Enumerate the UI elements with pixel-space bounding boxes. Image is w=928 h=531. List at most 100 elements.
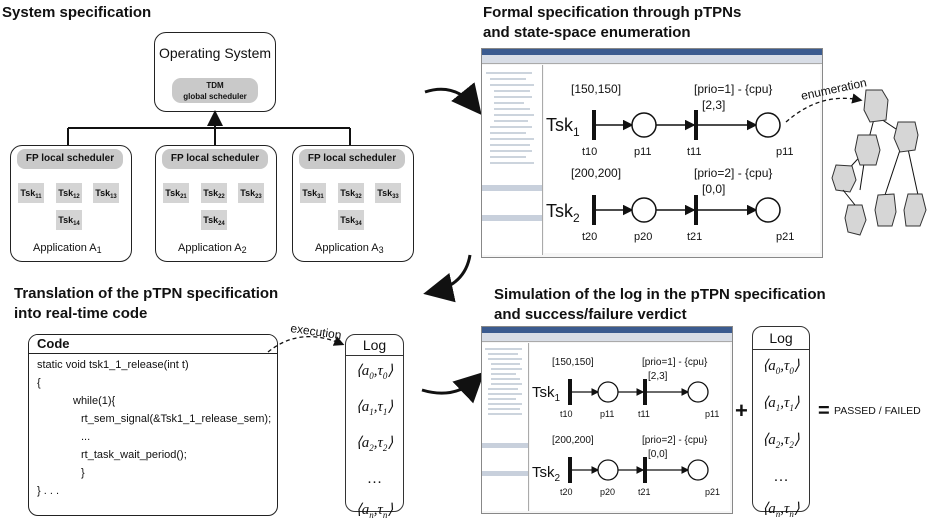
log-entry: ⟨a2,τ2⟩ <box>762 432 800 450</box>
place-p21 <box>687 459 709 481</box>
log-entries: ⟨a0,τ0⟩ ⟨a1,τ1⟩ ⟨a2,τ2⟩ … ⟨an,τn⟩ <box>753 350 809 530</box>
transition-t21 <box>694 195 698 225</box>
task-34: Tsk34 <box>338 210 364 230</box>
system-connectors <box>67 110 351 146</box>
transition-t10 <box>568 379 572 405</box>
os-label: Operating System <box>158 45 272 61</box>
code-line: } <box>81 467 85 479</box>
task-21: Tsk21 <box>163 183 189 203</box>
verdict-text: PASSED / FAILED <box>834 405 921 417</box>
arrow-to-translation <box>423 254 472 303</box>
section-title-system-spec: System specification <box>2 4 152 21</box>
section-title-translation-1: Translation of the pTPN specification <box>14 285 279 302</box>
tsk2-label: Tsk2 <box>546 201 580 225</box>
label-p11b: p11 <box>776 146 794 158</box>
t11-label: [prio=1] - {cpu} <box>694 82 772 96</box>
equals-sign: = <box>818 400 830 422</box>
state-node <box>874 193 897 227</box>
transition-t11 <box>643 379 647 405</box>
log-header: Log <box>346 335 403 356</box>
petri-net-bottom: [150,150] [prio=1] - {cpu} [2,3] Tsk1 t1… <box>532 357 720 497</box>
log-entries: ⟨a0,τ0⟩ ⟨a1,τ1⟩ ⟨a2,τ2⟩ … ⟨an,τn⟩ <box>346 356 403 531</box>
t20-interval: [200,200] <box>571 166 621 180</box>
state-node <box>844 204 867 236</box>
application-label: Application A1 <box>33 242 102 255</box>
section-title-formal-spec-2: and state-space enumeration <box>483 24 691 41</box>
label-p11b: p11 <box>705 409 719 419</box>
transition-t20 <box>568 457 572 483</box>
t21-label: [prio=2] - {cpu} <box>642 435 708 446</box>
execution-label: execution <box>290 321 343 342</box>
label-t10: t10 <box>582 146 597 158</box>
application-a1-box: FP local scheduler Tsk11 Tsk12 Tsk13 Tsk… <box>10 145 132 262</box>
petri-net-canvas: [150,150] [prio=1] - {cpu} [2,3] Tsk1 t1… <box>530 343 730 511</box>
tsk1-label: Tsk1 <box>546 115 580 139</box>
editor-titlebar <box>482 327 732 333</box>
state-node <box>863 89 889 123</box>
label-p21: p21 <box>705 487 720 497</box>
tsk1-label: Tsk1 <box>532 384 561 404</box>
state-node <box>893 121 919 153</box>
place-p11 <box>597 381 619 403</box>
log-panel-verdict: Log ⟨a0,τ0⟩ ⟨a1,τ1⟩ ⟨a2,τ2⟩ … ⟨an,τn⟩ <box>752 326 810 519</box>
t10-interval: [150,150] <box>571 82 621 96</box>
place-p11b <box>755 112 781 138</box>
ptpn-editor-screenshot-top: [150,150] [prio=1] - {cpu} [2,3] Tsk1 t1… <box>481 48 823 258</box>
ptpn-editor-screenshot-bottom: [150,150] [prio=1] - {cpu} [2,3] Tsk1 t1… <box>481 326 733 514</box>
petri-net-canvas: [150,150] [prio=1] - {cpu} [2,3] Tsk1 t1… <box>544 65 820 253</box>
task-13: Tsk13 <box>93 183 119 203</box>
task-33: Tsk33 <box>375 183 401 203</box>
task-11: Tsk11 <box>18 183 44 203</box>
t21-interval: [0,0] <box>702 182 725 196</box>
petri-net-top: [150,150] [prio=1] - {cpu} [2,3] Tsk1 t1… <box>546 82 794 243</box>
task-22: Tsk22 <box>201 183 227 203</box>
t21-label: [prio=2] - {cpu} <box>694 166 772 180</box>
log-ellipsis: … <box>773 469 789 485</box>
label-t20: t20 <box>560 487 573 497</box>
application-a2-box: FP local scheduler Tsk21 Tsk22 Tsk23 Tsk… <box>155 145 277 262</box>
state-node <box>854 134 881 166</box>
log-entry: ⟨a1,τ1⟩ <box>355 399 394 417</box>
fp-local-scheduler: FP local scheduler <box>17 149 123 169</box>
fp-local-scheduler: FP local scheduler <box>299 149 405 169</box>
log-entry: ⟨a1,τ1⟩ <box>762 395 800 413</box>
transition-t11 <box>694 110 698 140</box>
code-line: while(1){ <box>73 395 116 407</box>
label-p20: p20 <box>634 231 652 243</box>
arrow-to-simulation <box>421 371 485 404</box>
code-line: static void tsk1_1_release(int t) <box>37 359 189 371</box>
section-title-translation-2: into real-time code <box>14 305 148 322</box>
t11-interval: [2,3] <box>648 371 668 382</box>
flow-arrows <box>421 82 485 404</box>
code-line: rt_task_wait_period(); <box>81 449 187 461</box>
tdm-label: TDM <box>206 81 224 90</box>
place-p21 <box>755 197 781 223</box>
log-panel: Log ⟨a0,τ0⟩ ⟨a1,τ1⟩ ⟨a2,τ2⟩ … ⟨an,τn⟩ <box>345 334 404 520</box>
task-24: Tsk24 <box>201 210 227 230</box>
t11-label: [prio=1] - {cpu} <box>642 357 708 368</box>
label-t20: t20 <box>582 231 597 243</box>
section-title-simulation-2: and success/failure verdict <box>494 306 687 323</box>
task-14: Tsk14 <box>56 210 82 230</box>
state-space-enumeration: enumeration <box>785 75 927 236</box>
log-ellipsis: … <box>367 471 382 487</box>
label-t10: t10 <box>560 409 573 419</box>
place-p11b <box>687 381 709 403</box>
transition-t21 <box>643 457 647 483</box>
t11-interval: [2,3] <box>702 98 725 112</box>
code-line: ... <box>81 431 91 443</box>
editor-titlebar <box>482 49 822 55</box>
transition-t10 <box>592 110 596 140</box>
place-p20 <box>597 459 619 481</box>
code-header: Code <box>29 335 277 354</box>
t21-interval: [0,0] <box>648 449 668 460</box>
state-node <box>903 193 927 227</box>
log-entry: ⟨an,τn⟩ <box>355 502 394 520</box>
label-p11: p11 <box>600 409 614 419</box>
tdm-scheduler: TDM global scheduler <box>172 78 258 103</box>
label-p11: p11 <box>634 146 652 158</box>
editor-sidebar <box>482 65 543 255</box>
log-entry: ⟨a2,τ2⟩ <box>355 435 394 453</box>
log-entry: ⟨a0,τ0⟩ <box>762 358 800 376</box>
task-12: Tsk12 <box>56 183 82 203</box>
